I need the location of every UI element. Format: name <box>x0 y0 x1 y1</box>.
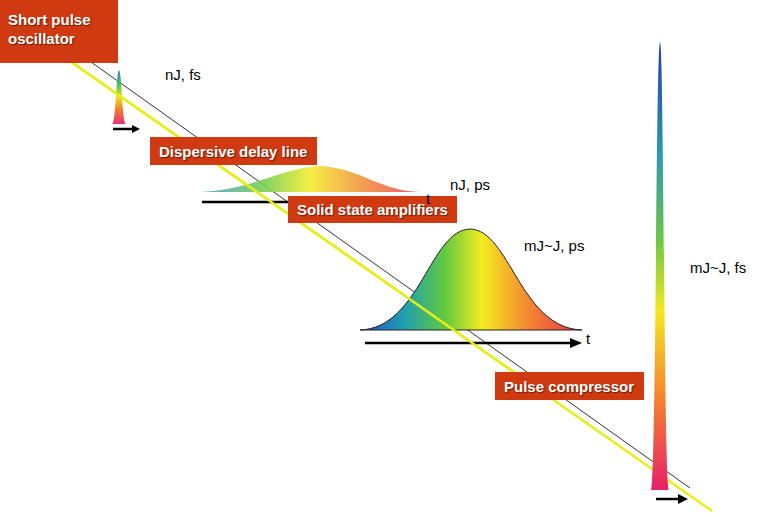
annotation-label: t <box>586 330 590 348</box>
beam-segment <box>218 165 288 214</box>
stage-box: Dispersive delay line <box>150 137 317 165</box>
arrow-head <box>132 125 140 133</box>
box-text: Pulse compressor <box>504 377 635 396</box>
direction-arrow <box>113 128 134 131</box>
annotation-label: nJ, fs <box>165 66 201 84</box>
compressed-pulse <box>651 42 669 490</box>
annotation-label: mJ~J, fs <box>690 259 746 277</box>
annotation-label: t <box>426 190 430 208</box>
reference-line <box>60 40 690 488</box>
arrow-head <box>570 338 582 348</box>
fs-pulse <box>112 70 126 124</box>
beam-segment <box>301 223 514 372</box>
stage-box: Short pulse oscillator <box>0 0 118 63</box>
box-text: Short pulse oscillator <box>8 10 110 48</box>
annotation-label: nJ, ps <box>450 176 490 194</box>
beam-segment <box>73 63 179 137</box>
stage-box: Pulse compressor <box>495 372 644 400</box>
arrow-head <box>678 494 688 504</box>
box-text: Dispersive delay line <box>159 142 308 161</box>
stage-box: Solid state amplifiers <box>288 196 457 223</box>
direction-arrow <box>656 498 680 501</box>
annotation-label: mJ~J, ps <box>524 237 584 255</box>
laser-beam <box>40 40 712 511</box>
time-axis <box>365 342 572 345</box>
box-text: Solid state amplifiers <box>297 200 448 219</box>
stretched-pulse <box>200 166 420 192</box>
